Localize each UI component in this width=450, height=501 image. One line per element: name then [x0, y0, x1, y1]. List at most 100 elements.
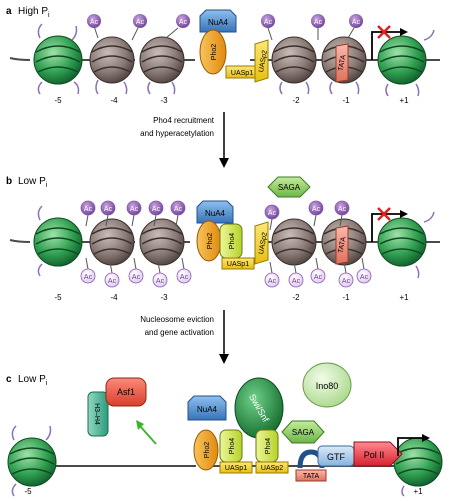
panel-c-letter: c [6, 374, 12, 385]
pho2-factor: Pho2 [196, 220, 222, 262]
tata-box: TATA [295, 469, 327, 482]
uasp2-label: UASp2 [261, 465, 283, 472]
pho2-factor: Pho2 [199, 29, 227, 75]
saga-complex: SAGA [267, 176, 311, 198]
panel-b-letter: b [6, 176, 12, 187]
panel-a: a High Pi [6, 6, 440, 105]
position-label: -5 [24, 487, 32, 496]
uasp2-label: UASp2 [258, 232, 269, 255]
position-label: -1 [342, 96, 350, 105]
repression-cross-icon [377, 207, 391, 221]
transition-1: Pho4 recruitment and hyperacetylation [140, 112, 229, 168]
uasp2-element: UASp2 [254, 221, 269, 265]
nua4-complex: NuA4 [196, 200, 234, 224]
acetyl-label: Ac [152, 206, 161, 213]
acetyl-mark [264, 204, 280, 220]
panel-c: c Low Pi H3–H4 Asf1 NuA4 [6, 362, 443, 497]
position-label: +1 [413, 487, 423, 496]
svg-text:Ac: Ac [352, 19, 361, 26]
uasp1-label: UASp1 [227, 261, 249, 268]
svg-text:Ac: Ac [136, 19, 145, 26]
pho2-factor: Pho2 [193, 429, 219, 471]
pho4-label: Pho4 [229, 233, 236, 249]
position-label: -3 [160, 96, 168, 105]
position-label: +1 [399, 96, 409, 105]
panel-a-condition: High Pi [18, 6, 50, 19]
nucleosome-minus5 [7, 425, 57, 497]
acetyl-mark [308, 200, 324, 216]
transition-2-line-2: and gene activation [145, 328, 214, 337]
pho4-label: Pho4 [265, 438, 272, 454]
ino80-label: Ino80 [316, 381, 339, 391]
asf1-chaperone: Asf1 [105, 377, 147, 407]
pol2-complex: Pol II [353, 441, 403, 467]
h3h4-label: H3–H4 [93, 403, 100, 425]
transition-2-line-1: Nucleosome eviction [140, 315, 214, 324]
acetyl-label: Ac [292, 278, 301, 285]
acetyl-label: Ac [130, 206, 139, 213]
pho4-label: Pho4 [229, 438, 236, 454]
acetyl-mark [356, 268, 372, 284]
acetyl-label: Ac [360, 274, 369, 281]
position-label: -1 [342, 293, 350, 302]
saga-label: SAGA [292, 428, 315, 437]
nucleosome-plus1 [377, 211, 435, 279]
nua4-label: NuA4 [208, 18, 229, 27]
acetyl-mark [148, 200, 164, 216]
pho2-label: Pho2 [207, 233, 214, 249]
uasp1-label: UASp1 [225, 465, 247, 472]
arrow-right-icon [422, 434, 430, 442]
acetyl-mark [338, 272, 354, 288]
nucleosome-plus1 [377, 29, 435, 97]
uasp2-element: UASp2 [254, 39, 269, 83]
tata-label: TATA [338, 54, 348, 72]
asf1-label: Asf1 [117, 387, 135, 397]
acetyl-label: Ac [84, 274, 93, 281]
acetyl-label: Ac [132, 274, 141, 281]
acetyl-mark [126, 200, 142, 216]
pho2-label: Pho2 [211, 44, 218, 60]
acetyl-mark [264, 272, 280, 288]
pho4-factor: Pho4 [219, 223, 243, 259]
uasp1-element: UASp1 [219, 461, 253, 474]
acetyl-label: Ac [312, 206, 321, 213]
panel-b-condition: Low Pi [18, 176, 48, 189]
nua4-complex: NuA4 [199, 9, 237, 33]
pho4-factor-second: Pho4 [255, 429, 279, 463]
position-label: -2 [292, 293, 300, 302]
nucleosome-minus2 [271, 36, 317, 95]
acetyl-label: Ac [84, 206, 93, 213]
position-label: -5 [54, 96, 62, 105]
nucleosome-minus2 [271, 218, 317, 266]
pho2-label: Pho2 [204, 442, 211, 458]
panel-a-letter: a [6, 6, 12, 17]
saga-label: SAGA [278, 183, 301, 192]
acetyl-mark [176, 268, 192, 284]
acetyl-label: Ac [268, 210, 277, 217]
tata-box: TATA [335, 43, 349, 83]
repression-cross-icon [377, 25, 391, 39]
gtf-label: GTF [327, 452, 345, 462]
nucleosome-minus5 [33, 23, 83, 95]
tata-label: TATA [303, 473, 320, 480]
acetyl-mark [80, 200, 96, 216]
acetyl-label: Ac [108, 278, 117, 285]
position-label: -5 [54, 293, 62, 302]
transition-1-line-2: and hyperacetylation [140, 129, 214, 138]
position-label: -4 [110, 96, 118, 105]
gtf-complex: GTF [317, 445, 355, 467]
transition-2: Nucleosome eviction and gene activation [140, 310, 229, 364]
acetyl-mark [334, 200, 350, 216]
acetyl-label: Ac [174, 206, 183, 213]
pol2-label: Pol II [364, 450, 385, 460]
position-label: -2 [292, 96, 300, 105]
svg-text:Ac: Ac [264, 19, 273, 26]
position-label: +1 [399, 293, 409, 302]
nucleosome-minus4 [89, 36, 135, 95]
tata-label: TATA [338, 236, 348, 254]
transcription-start-blocked [371, 207, 408, 242]
acetyl-label: Ac [156, 278, 165, 285]
